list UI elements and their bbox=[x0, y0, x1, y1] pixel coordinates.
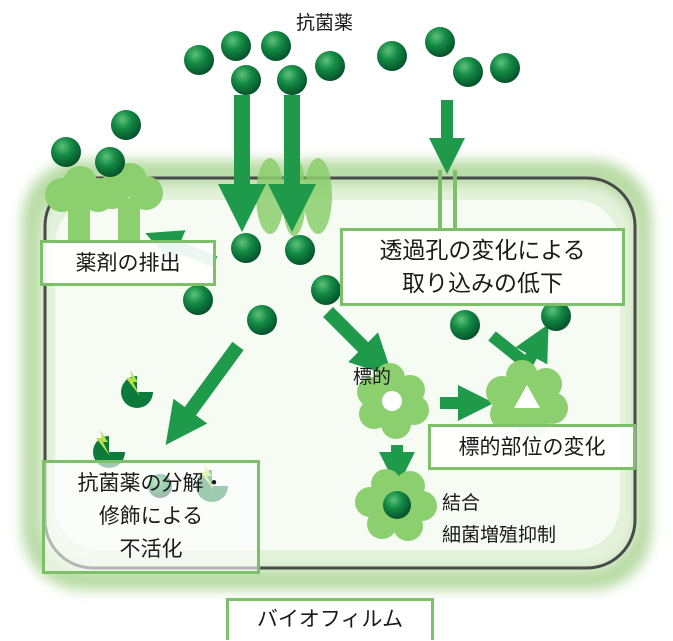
drug-ball bbox=[311, 275, 341, 305]
drug-ball bbox=[247, 305, 277, 335]
porin-label-box: 透過孔の変化による 取り込みの低下 bbox=[340, 228, 625, 306]
drug-ball bbox=[231, 65, 261, 95]
drug-ball bbox=[277, 65, 307, 95]
narrowed-porin bbox=[438, 170, 457, 228]
drug-ball bbox=[231, 233, 261, 263]
porin-label-line2: 取り込みの低下 bbox=[402, 271, 563, 297]
drug-ball bbox=[377, 41, 407, 71]
drug-ball bbox=[183, 285, 213, 315]
drug-ball bbox=[261, 31, 291, 61]
drug-ball bbox=[315, 51, 345, 81]
target-site bbox=[357, 363, 429, 439]
drug-ball bbox=[490, 53, 520, 83]
efflux-label-box: 薬剤の排出 bbox=[40, 240, 216, 286]
binding-label-line1: 結合 bbox=[442, 492, 481, 514]
biofilm-label-box: バイオフィルム bbox=[226, 598, 434, 640]
arrow-to-enzyme bbox=[165, 341, 244, 445]
binding-label-line2: 細菌増殖抑制 bbox=[442, 524, 557, 546]
biofilm-label: バイオフィルム bbox=[256, 607, 404, 631]
target-change-box: 標的部位の変化 bbox=[428, 424, 636, 470]
inactivation-line3: 不活化 bbox=[119, 537, 183, 561]
drug-ball bbox=[425, 27, 455, 57]
target-change-label: 標的部位の変化 bbox=[458, 435, 606, 459]
drug-ball bbox=[450, 310, 480, 340]
altered-target bbox=[486, 360, 568, 440]
drug-ball bbox=[95, 147, 125, 177]
inactivation-line1: 抗菌薬の分解・ bbox=[77, 471, 225, 495]
drug-ball bbox=[184, 45, 214, 75]
drug-ball bbox=[221, 31, 251, 61]
binding-complex bbox=[355, 469, 437, 541]
target-label: 標的 bbox=[353, 366, 392, 388]
drug-ball bbox=[51, 137, 81, 167]
antibiotic-label: 抗菌薬 bbox=[296, 12, 354, 34]
drug-ball bbox=[285, 235, 315, 265]
efflux-pump bbox=[45, 163, 163, 240]
cell-wall bbox=[43, 176, 637, 570]
arrow-to-target bbox=[323, 307, 393, 377]
drug-ball bbox=[111, 110, 141, 140]
arrow-deflect-up bbox=[515, 324, 549, 367]
inactivation-box: 抗菌薬の分解・ 修飾による 不活化 bbox=[42, 460, 260, 574]
efflux-label: 薬剤の排出 bbox=[75, 251, 181, 275]
drug-ball bbox=[541, 301, 571, 331]
antibiotic-molecules bbox=[51, 27, 571, 340]
drug-ball bbox=[453, 57, 483, 87]
porin-label-line1: 透過孔の変化による bbox=[379, 238, 586, 264]
inactivation-line2: 修飾による bbox=[98, 504, 204, 528]
